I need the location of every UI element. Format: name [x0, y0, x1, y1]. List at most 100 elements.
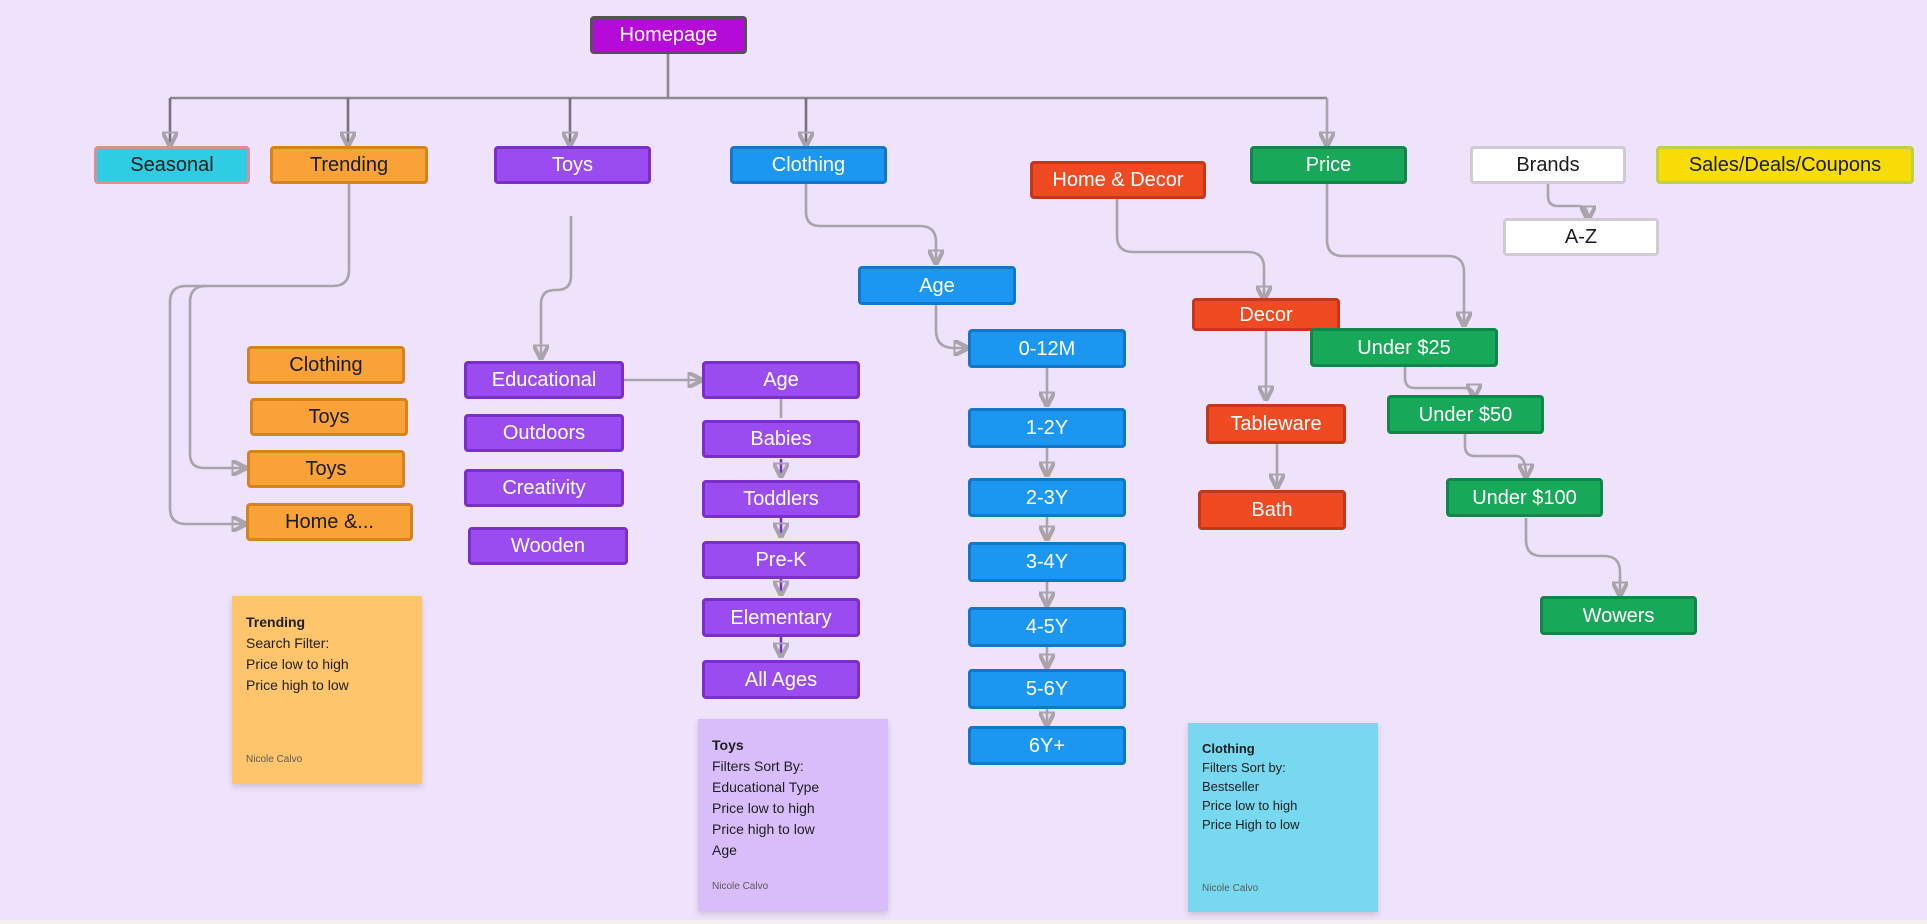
node-clothing-age-5-6y-label: 5-6Y: [1025, 678, 1069, 700]
sticky-note-clothing-line: Price High to low: [1202, 817, 1300, 832]
node-price-under-100-label: Under $100: [1472, 486, 1577, 509]
node-bath[interactable]: Bath: [1198, 490, 1346, 530]
node-clothing-age-4-5y[interactable]: 4-5Y: [968, 607, 1126, 647]
node-brands-a-z-label: A-Z: [1564, 226, 1598, 248]
node-price-wowers[interactable]: Wowers: [1540, 596, 1697, 635]
edge-age-012m: [934, 304, 966, 348]
node-seasonal[interactable]: Seasonal: [94, 146, 250, 184]
node-trending-label: Trending: [309, 154, 389, 176]
node-clothing-age-3-4y-label: 3-4Y: [1025, 551, 1069, 573]
sticky-note-trending-author: Nicole Calvo: [246, 754, 303, 765]
node-toys-age-elementary-label: Elementary: [730, 606, 832, 629]
node-sales[interactable]: Sales/Deals/Coupons: [1656, 146, 1914, 184]
edge-toys-educational: [541, 216, 573, 357]
node-clothing[interactable]: Clothing: [730, 146, 887, 184]
node-toys[interactable]: Toys: [494, 146, 651, 184]
edge-clothing-age: [804, 184, 936, 262]
node-clothing-age-2-3y[interactable]: 2-3Y: [968, 478, 1126, 517]
node-price[interactable]: Price: [1250, 146, 1407, 184]
node-clothing-age-0-12m-label: 0-12M: [1018, 337, 1076, 360]
edge-root-trunk: [170, 46, 1327, 100]
node-tableware[interactable]: Tableware: [1206, 404, 1346, 444]
node-price-under-100[interactable]: Under $100: [1446, 478, 1603, 517]
node-price-under-50-label: Under $50: [1418, 403, 1513, 426]
node-trending-toys-2[interactable]: Toys: [247, 450, 405, 488]
node-clothing-age[interactable]: Age: [858, 266, 1016, 305]
node-clothing-age-4-5y-label: 4-5Y: [1025, 616, 1069, 638]
sticky-note-toys[interactable]: Toys Filters Sort By: Educational Type P…: [698, 719, 888, 911]
canvas-bottom-edge: [0, 920, 1927, 924]
edge-home-decor: [1115, 198, 1264, 298]
sticky-note-trending-line: Price high to low: [246, 677, 349, 693]
edge-under25-under50: [1403, 366, 1474, 396]
node-home-decor-label: Home & Decor: [1052, 169, 1184, 191]
sticky-note-toys-line: Price low to high: [712, 800, 815, 816]
node-price-wowers-label: Wowers: [1582, 604, 1655, 627]
node-toys-outdoors-label: Outdoors: [502, 422, 586, 444]
node-toys-age-toddlers-label: Toddlers: [743, 488, 819, 510]
sticky-note-toys-author: Nicole Calvo: [712, 881, 769, 892]
node-clothing-age-0-12m[interactable]: 0-12M: [968, 329, 1126, 368]
node-toys-age-all[interactable]: All Ages: [702, 660, 860, 699]
node-clothing-age-3-4y[interactable]: 3-4Y: [968, 542, 1126, 582]
node-clothing-age-6y-plus-label: 6Y+: [1028, 734, 1066, 757]
node-trending-toys-2-label: Toys: [305, 458, 347, 480]
node-trending-clothing-label: Clothing: [289, 354, 363, 376]
node-toys-wooden[interactable]: Wooden: [468, 527, 628, 565]
edge-under100-wowers: [1524, 518, 1620, 594]
node-toys-age-babies-label: Babies: [750, 428, 812, 450]
node-brands-label: Brands: [1516, 154, 1580, 176]
sticky-note-clothing-author: Nicole Calvo: [1202, 883, 1259, 894]
node-price-under-50[interactable]: Under $50: [1387, 395, 1544, 434]
sticky-note-toys-line: Price high to low: [712, 821, 815, 837]
node-trending-home[interactable]: Home &...: [246, 503, 413, 541]
node-toys-age[interactable]: Age: [702, 361, 860, 399]
node-toys-age-elementary[interactable]: Elementary: [702, 598, 860, 637]
edge-price-under25: [1325, 184, 1464, 324]
node-toys-age-babies[interactable]: Babies: [702, 420, 860, 458]
node-trending-home-label: Home &...: [285, 511, 374, 533]
node-toys-age-prek-label: Pre-K: [755, 549, 807, 571]
node-clothing-age-5-6y[interactable]: 5-6Y: [968, 669, 1126, 709]
node-price-under-25[interactable]: Under $25: [1310, 328, 1498, 367]
sticky-note-toys-title: Toys: [712, 737, 744, 753]
node-trending-toys-1[interactable]: Toys: [250, 398, 408, 436]
node-clothing-age-6y-plus[interactable]: 6Y+: [968, 726, 1126, 765]
sticky-note-trending-title: Trending: [246, 614, 306, 630]
node-toys-wooden-label: Wooden: [510, 535, 586, 557]
node-toys-educational[interactable]: Educational: [464, 361, 624, 399]
node-decor[interactable]: Decor: [1192, 298, 1340, 331]
sticky-note-clothing[interactable]: Clothing Filters Sort by: Bestseller Pri…: [1188, 723, 1378, 912]
node-brands-a-z[interactable]: A-Z: [1503, 218, 1659, 256]
edge-brands-az: [1546, 183, 1588, 218]
node-trending[interactable]: Trending: [270, 146, 428, 184]
sticky-note-trending-line: Price low to high: [246, 656, 349, 672]
sticky-note-clothing-title: Clothing: [1202, 741, 1255, 756]
node-brands[interactable]: Brands: [1470, 146, 1626, 184]
node-toys-label: Toys: [551, 154, 594, 176]
node-toys-age-prek[interactable]: Pre-K: [702, 541, 860, 579]
node-toys-creativity[interactable]: Creativity: [464, 469, 624, 507]
sticky-note-trending[interactable]: Trending Search Filter: Price low to hig…: [232, 596, 422, 784]
node-toys-age-all-label: All Ages: [744, 668, 818, 691]
node-toys-outdoors[interactable]: Outdoors: [464, 414, 624, 452]
node-trending-clothing[interactable]: Clothing: [247, 346, 405, 384]
sticky-note-clothing-line: Filters Sort by:: [1202, 760, 1286, 775]
sticky-note-toys-line: Filters Sort By:: [712, 758, 804, 774]
node-bath-label: Bath: [1251, 499, 1293, 521]
node-homepage[interactable]: Homepage: [590, 16, 747, 54]
node-toys-educational-label: Educational: [491, 369, 597, 391]
edge-under50-under100: [1463, 434, 1526, 476]
node-clothing-age-2-3y-label: 2-3Y: [1025, 486, 1069, 509]
node-clothing-age-1-2y[interactable]: 1-2Y: [968, 408, 1126, 448]
node-clothing-label: Clothing: [771, 154, 846, 176]
node-seasonal-label: Seasonal: [130, 154, 214, 176]
sticky-note-trending-line: Search Filter:: [246, 635, 330, 651]
sticky-note-toys-line: Educational Type: [712, 779, 820, 795]
node-price-label: Price: [1305, 154, 1352, 176]
node-toys-age-toddlers[interactable]: Toddlers: [702, 480, 860, 518]
node-home-decor[interactable]: Home & Decor: [1030, 161, 1206, 199]
node-toys-age-label: Age: [763, 369, 799, 391]
node-sales-label: Sales/Deals/Coupons: [1688, 154, 1882, 176]
